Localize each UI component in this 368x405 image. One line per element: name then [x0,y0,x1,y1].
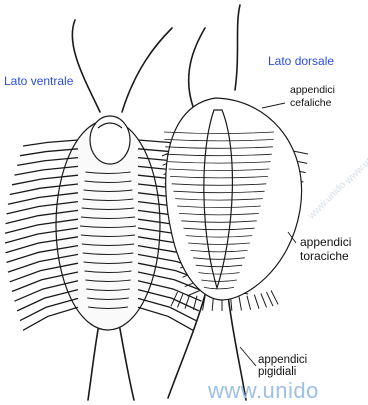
pygidial-appendage [266,292,272,306]
ventral-cercus-left [88,318,100,400]
ventral-leg-left [23,140,78,146]
cephalic-appendages-label-line1: appendici [290,85,335,96]
dorsal-cercus-left [168,295,205,398]
ventral-antenna-right [122,28,172,112]
pygidial-appendage [271,290,278,304]
dorsal-body [162,98,308,311]
ventral-leg-right [138,307,193,330]
thoracic-appendages-label-line1: appendici [300,236,351,249]
dorsal-antenna-left [189,28,205,112]
pygidial-appendages-label-line2: pigidiali [258,366,296,378]
pointer-cephalic [262,103,285,108]
dorsal-side-label: Lato dorsale [268,54,334,68]
ventral-antenna-left [72,20,100,112]
dorsal-antenna-right [235,5,240,90]
thoracic-appendages-label-line2: toraciche [300,250,349,263]
pygidial-appendage [254,295,259,309]
cephalic-appendages-label-line2: cefaliche [290,98,331,109]
pygidial-appendages-label-line1: appendici [258,354,307,366]
pygidial-appendage [177,293,183,307]
pygidial-appendage [261,293,267,307]
ventral-side-label: Lato ventrale [4,74,73,88]
ventral-cercus-right [118,318,134,400]
pointer-pygidial [240,347,256,366]
watermark-text: www.unido [208,378,319,404]
pygidial-appendage [239,296,241,310]
pygidial-appendage [247,296,251,310]
ventral-leg-left [23,307,78,330]
